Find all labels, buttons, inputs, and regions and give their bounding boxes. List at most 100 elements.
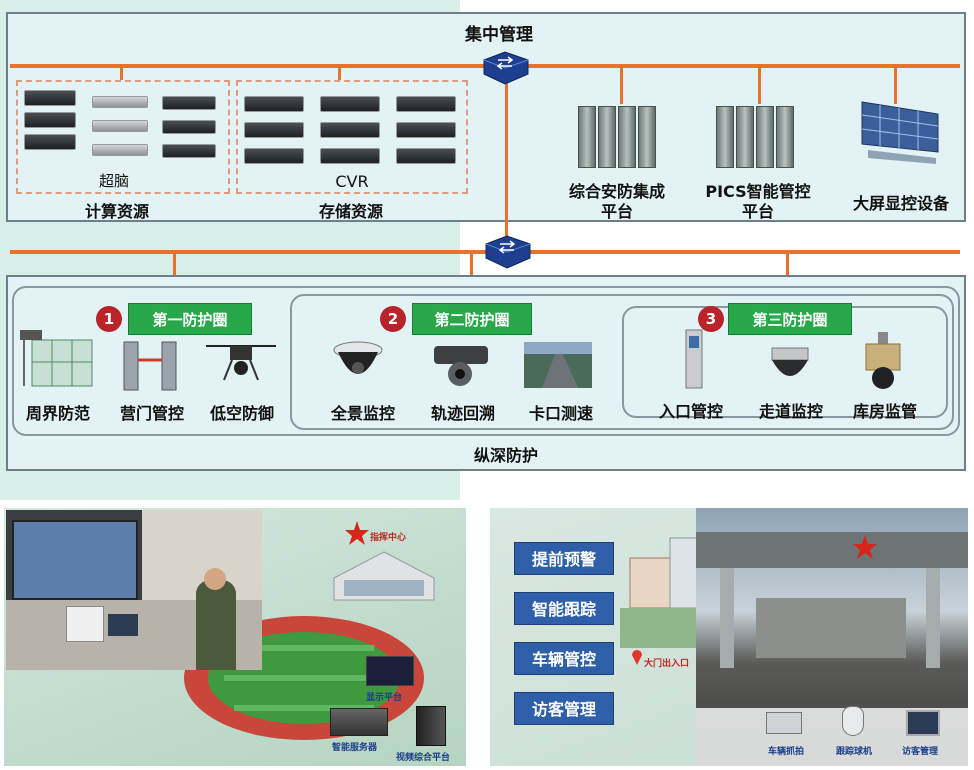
defense-bus-line (10, 250, 960, 254)
trunk-line (505, 78, 508, 238)
printer-icon (66, 606, 104, 642)
server-rack-icon (716, 106, 734, 168)
storage-unit-icon (320, 122, 380, 138)
ring1-item-label: 低空防御 (209, 404, 274, 423)
gate-turnstile-icon (123, 341, 177, 391)
ring2-title: 第二防护圈 (412, 303, 532, 335)
ring3-item-label: 入口管控 (658, 402, 723, 421)
server-icon (162, 96, 216, 110)
command-building-illustration (333, 551, 435, 601)
trajectory-camera-icon (434, 346, 488, 386)
storage-label: 存储资源 (318, 202, 383, 221)
server-icon (24, 112, 76, 128)
centralized-management-panel (6, 12, 966, 222)
pics-platform-line2: 平台 (741, 202, 774, 221)
server-rack-icon (618, 106, 636, 168)
dome-camera-icon (771, 347, 809, 376)
ring1-title: 第一防护圈 (128, 303, 252, 335)
bus-drop-pics (758, 64, 761, 104)
tracking-dome-icon (842, 706, 864, 736)
security-platform-line1: 综合安防集成 (568, 182, 665, 201)
gate-canopy (696, 532, 968, 568)
server-rack-icon (598, 106, 616, 168)
soldier-head (204, 568, 226, 590)
ring3-number-badge: 3 (698, 306, 724, 332)
ring2-item-label: 全景监控 (330, 404, 395, 423)
ring-second (290, 294, 954, 430)
pics-platform-line1: PICS智能管控 (705, 182, 811, 201)
storage-unit-icon (244, 96, 304, 112)
bus-drop-screen (894, 64, 897, 104)
video-wall-display (12, 520, 138, 600)
bus-drop-storage (338, 64, 341, 80)
server-icon (24, 90, 76, 106)
smart-server-icon (330, 708, 388, 736)
perimeter-fence-icon (20, 330, 93, 387)
video-platform-label: 视频综合平台 (396, 753, 451, 763)
ring3-item-label: 走道监控 (758, 402, 823, 421)
device-label: 访客管理 (902, 747, 939, 757)
big-screen-label: 大屏显控设备 (852, 194, 949, 213)
server-rack-icon (736, 106, 754, 168)
storage-unit-icon (244, 148, 304, 164)
storage-unit-icon (320, 96, 380, 112)
entrance-terminal-icon (685, 329, 703, 389)
bus-drop-ring2 (470, 250, 473, 280)
star-marker-icon (345, 521, 369, 545)
compute-resources-group (16, 80, 230, 194)
command-center-label: 指挥中心 (370, 533, 407, 543)
server-icon (92, 96, 148, 108)
menu-button-vehicle-control[interactable]: 车辆管控 (514, 642, 614, 675)
menu-button-visitor-management[interactable]: 访客管理 (514, 692, 614, 725)
display-platform-icon (366, 656, 414, 686)
server-icon (162, 144, 216, 158)
gate-photo: 车辆抓拍 跟踪球机 访客管理 (696, 508, 968, 766)
control-room-photo (6, 510, 262, 670)
video-wall-icon (861, 101, 939, 164)
gate-building (756, 598, 906, 658)
ring2-item-label: 卡口测速 (528, 404, 593, 423)
campus-scene-right: 车辆抓拍 跟踪球机 访客管理 大门出入口 提前预警 智能跟踪 车辆管控 访客管理 (490, 508, 968, 766)
storage-unit-icon (396, 96, 456, 112)
checkpoint-speed-icon (524, 342, 592, 388)
panoramic-camera-icon (333, 341, 383, 374)
bus-drop-ring1 (173, 250, 176, 280)
bus-drop-compute (120, 64, 123, 80)
gate-pillar (720, 568, 734, 668)
server-icon (92, 120, 148, 132)
server-rack-icon (776, 106, 794, 168)
network-switch-icon (483, 51, 529, 85)
server-rack-icon (756, 106, 774, 168)
campus-scene-left: 指挥中心 显示平台 智能服务器 视频综合平台 (4, 508, 466, 766)
smart-server-label: 智能服务器 (332, 743, 378, 753)
depth-defense-title: 纵深防护 (473, 446, 538, 465)
display-platform-label: 显示平台 (366, 693, 403, 703)
server-rack-icon (578, 106, 596, 168)
server-icon (92, 144, 148, 156)
soldier-figure (196, 580, 236, 670)
device-label: 车辆抓拍 (768, 747, 805, 757)
monitor-icon (108, 614, 138, 636)
drone-icon (206, 345, 276, 381)
gate-pillar (926, 568, 940, 668)
ring1-item-label: 营门管控 (119, 404, 184, 423)
bus-drop-security (620, 64, 623, 104)
server-icon (24, 134, 76, 150)
ring1-item-label: 周界防范 (25, 404, 90, 423)
video-platform-icon (416, 706, 446, 746)
device-label: 跟踪球机 (836, 747, 873, 757)
compute-label: 计算资源 (84, 202, 149, 221)
server-rack-icon (638, 106, 656, 168)
vehicle-capture-camera-icon (766, 712, 802, 734)
menu-button-early-warning[interactable]: 提前预警 (514, 542, 614, 575)
visitor-terminal-icon (906, 710, 940, 736)
storage-resources-group (236, 80, 468, 194)
gate-label: 大门出入口 (644, 659, 690, 669)
ring-outer (12, 286, 960, 436)
ptz-camera-icon (865, 332, 901, 389)
storage-sub-label: CVR (335, 172, 369, 191)
bus-drop-ring3 (786, 250, 789, 280)
compute-sub-label: 超脑 (98, 172, 129, 190)
menu-button-smart-tracking[interactable]: 智能跟踪 (514, 592, 614, 625)
star-emblem-icon (853, 535, 877, 559)
